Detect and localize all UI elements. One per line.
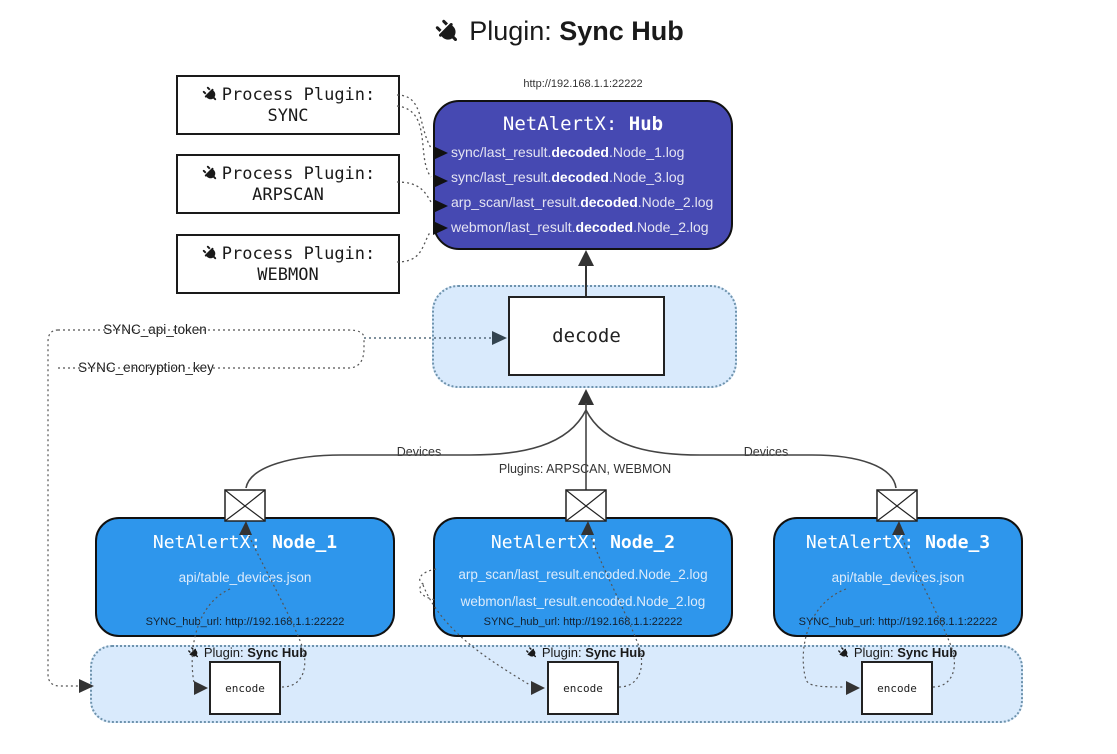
hub-title: NetAlertX: Hub — [502, 113, 664, 135]
encode-box: encode — [209, 661, 281, 715]
hub-log-line: webmon/last_result.decoded.Node_2.log — [451, 218, 709, 235]
node-title: NetAlertX: Node_2 — [490, 532, 676, 553]
plug-icon — [200, 164, 220, 183]
node-2-box: NetAlertX: Node_2 arp_scan/last_result.e… — [433, 517, 733, 637]
band-plugin-label: Plugin: Sync Hub — [524, 645, 645, 660]
sync-to-hub-dotted — [396, 94, 432, 149]
process-plugin-name: WEBMON — [257, 264, 319, 285]
process-plugin-name: ARPSCAN — [252, 184, 324, 205]
hub-box: NetAlertX: Hub sync/last_result.decoded.… — [433, 100, 733, 250]
plugins-mid-label: Plugins: ARPSCAN, WEBMON — [494, 462, 676, 476]
hub-log-line: sync/last_result.decoded.Node_1.log — [451, 144, 685, 160]
process-plugin-box-webmon: Process Plugin: WEBMON — [176, 234, 400, 294]
node-content-line: api/table_devices.json — [178, 570, 312, 585]
process-plugin-label: Process Plugin: — [221, 243, 376, 264]
node-hub-url: SYNC_hub_url: http://192.168.1.1:22222 — [145, 616, 345, 628]
node-1-box: NetAlertX: Node_1 api/table_devices.json… — [95, 517, 395, 637]
sync-api-token-label: SYNC_api_token — [99, 322, 211, 337]
plug-icon — [524, 645, 539, 660]
hub-log-list: sync/last_result.decoded.Node_1.log sync… — [435, 140, 731, 240]
band-plugin-label: Plugin: Sync Hub — [186, 645, 307, 660]
sync-to-hub-dotted — [396, 105, 432, 178]
plug-icon — [186, 645, 201, 660]
process-plugin-name: SYNC — [267, 105, 309, 126]
arrowhead-up-icon — [578, 250, 594, 266]
devices-left-label: Devices — [392, 445, 446, 459]
node-title: NetAlertX: Node_3 — [805, 532, 991, 553]
decode-box: decode — [508, 296, 665, 376]
plug-icon — [433, 16, 464, 47]
node-hub-url: SYNC_hub_url: http://192.168.1.1:22222 — [483, 616, 683, 628]
node-hub-url: SYNC_hub_url: http://192.168.1.1:22222 — [798, 616, 998, 628]
hub-log-line: arp_scan/last_result.decoded.Node_2.log — [451, 193, 714, 210]
node-title: NetAlertX: Node_1 — [152, 532, 338, 553]
plug-icon — [200, 244, 220, 263]
plug-icon — [200, 85, 220, 104]
encode-box: encode — [547, 661, 619, 715]
title-prefix: Plugin: — [469, 16, 560, 46]
encode-box: encode — [861, 661, 933, 715]
plug-icon — [836, 645, 851, 660]
hub-log-line: sync/last_result.decoded.Node_3.log — [451, 168, 685, 185]
title-bold: Sync Hub — [559, 16, 684, 46]
arpscan-to-hub-dotted — [396, 181, 432, 203]
process-plugin-label: Process Plugin: — [221, 84, 376, 105]
hub-url-label: http://192.168.1.1:22222 — [523, 78, 643, 90]
node-content-line: arp_scan/last_result.encoded.Node_2.log … — [458, 567, 708, 609]
webmon-to-hub-dotted — [396, 230, 432, 263]
page-title: Plugin: Sync Hub — [0, 16, 1117, 47]
devices-right-label: Devices — [739, 445, 793, 459]
arrowhead-up-icon — [578, 389, 594, 405]
node-3-box: NetAlertX: Node_3 api/table_devices.json… — [773, 517, 1023, 637]
secrets-to-band-dotted — [47, 329, 79, 687]
node-content-line: api/table_devices.json — [831, 570, 965, 585]
process-plugin-box-sync: Process Plugin: SYNC — [176, 75, 400, 135]
band-plugin-label: Plugin: Sync Hub — [836, 645, 957, 660]
process-plugin-box-arpscan: Process Plugin: ARPSCAN — [176, 154, 400, 214]
sync-encryption-key-label: SYNC_encryption_key — [74, 360, 218, 375]
process-plugin-label: Process Plugin: — [221, 163, 376, 184]
